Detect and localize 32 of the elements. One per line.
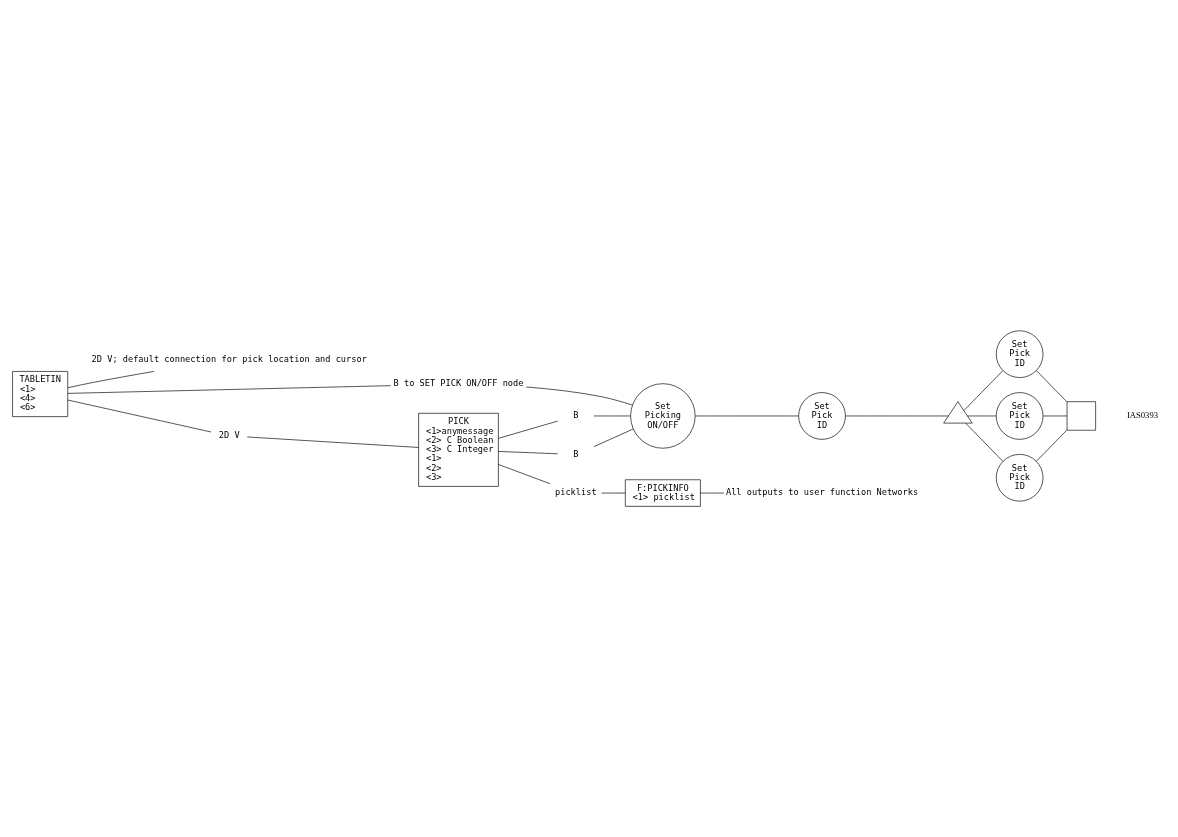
connector — [67, 385, 391, 394]
node-box: TABLETIN <1> <4> <6> — [12, 371, 69, 417]
node-circle: Set Pick ID — [995, 330, 1044, 378]
connector — [246, 436, 419, 448]
node-circle: Set Pick ID — [798, 392, 846, 440]
node-text: All outputs to user function Networks — [725, 487, 919, 498]
node-text: B — [573, 410, 579, 421]
connector — [967, 415, 997, 417]
node-text: B — [573, 448, 579, 459]
node-text: picklist — [555, 487, 597, 498]
connector — [498, 420, 558, 439]
connector — [593, 428, 634, 448]
label: IAS0393 — [1126, 410, 1159, 421]
node-circle: Set Pick ID — [995, 392, 1044, 440]
node-text: 2D V — [218, 430, 240, 441]
node-text: B to SET PICK ON/OFF node — [393, 378, 524, 389]
connector — [965, 422, 1004, 462]
connector — [1036, 429, 1068, 462]
node-box — [1066, 401, 1096, 431]
node-circle: Set Pick ID — [995, 454, 1044, 502]
connector — [700, 492, 725, 494]
connector — [963, 370, 1003, 411]
connector — [67, 371, 155, 389]
connector — [526, 386, 633, 406]
node-text: 2D V; default connection for pick location and cursor — [91, 353, 367, 364]
connector — [498, 451, 558, 455]
node-triangle — [943, 401, 973, 424]
connector — [498, 464, 551, 485]
connector — [67, 399, 212, 433]
node-box: F:PICKINFO <1> picklist — [624, 479, 701, 507]
node-circle: Set Picking ON/OFF — [630, 383, 696, 449]
node-box: PICK <1>anymessage <2> C Boolean <3> C Integer <1> <2> <3> — [418, 412, 499, 487]
